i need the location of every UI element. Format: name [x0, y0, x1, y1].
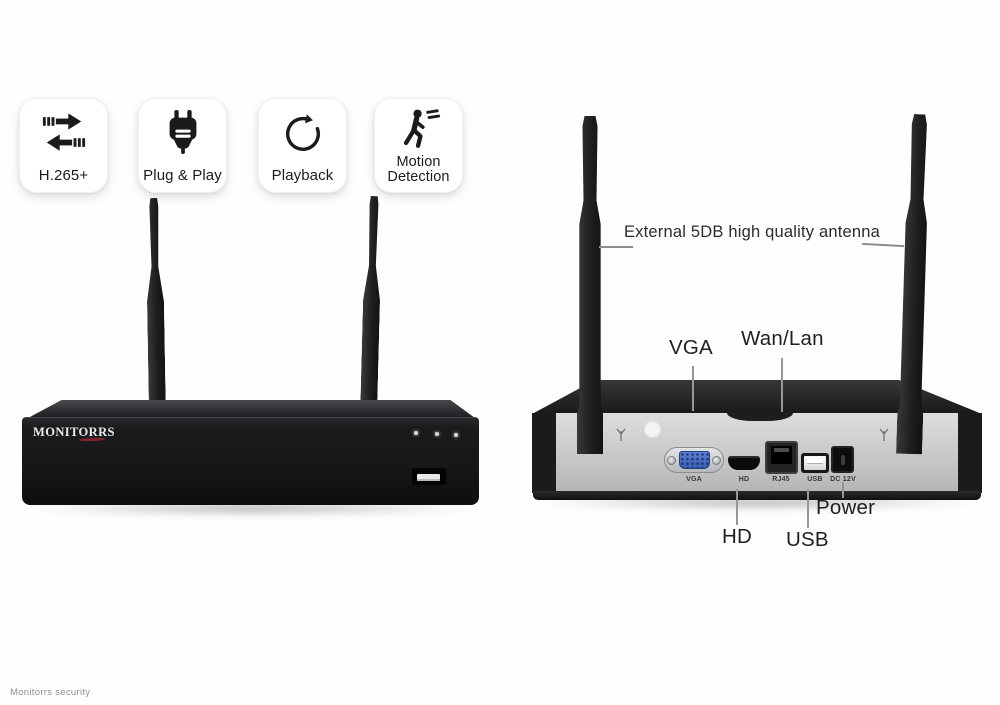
feature-label: Plug & Play	[143, 166, 222, 184]
callout-usb: USB	[786, 528, 829, 551]
port-label-vga: VGA	[686, 476, 702, 483]
front-device-face: MONITORRS	[22, 417, 479, 505]
dc-power-jack	[831, 446, 854, 473]
antenna-symbol-right	[879, 428, 889, 441]
h265-compression-arrows-icon	[41, 106, 87, 158]
rj45-pins	[774, 448, 789, 452]
panel-hole	[645, 422, 660, 437]
vga-connector	[679, 451, 710, 469]
antenna-symbol-left	[616, 428, 626, 441]
status-led	[414, 431, 418, 435]
feature-card-h265: H.265+	[19, 98, 108, 193]
hdmi-port	[728, 456, 760, 470]
watermark-text: Monitorrs security	[10, 687, 91, 698]
vga-screw	[712, 456, 721, 465]
annotation-line-left	[599, 246, 633, 248]
ethernet-rj45-port	[765, 441, 798, 474]
callout-line-vga	[692, 366, 694, 411]
callout-wan-lan: Wan/Lan	[741, 327, 824, 350]
callout-power: Power	[816, 496, 876, 519]
callout-line-usb	[807, 489, 809, 528]
motion-detection-walker-icon	[396, 106, 442, 155]
front-antenna-left	[145, 198, 166, 406]
annotation-line-right	[861, 242, 905, 247]
usb-slot	[417, 474, 440, 481]
port-label-hd: HD	[738, 476, 750, 483]
feature-label: Playback	[271, 166, 334, 184]
rear-panel-notch	[727, 413, 793, 421]
feature-label: Motion Detection	[387, 153, 450, 186]
feature-card-plug-and-play: Plug & Play	[138, 98, 227, 193]
front-usb-port	[412, 468, 446, 485]
port-label-usb: USB	[807, 476, 823, 483]
callout-hd: HD	[722, 525, 753, 548]
plug-icon	[160, 106, 206, 158]
front-device-shadow	[26, 502, 478, 515]
rear-device-bottom-edge	[533, 491, 981, 500]
feature-card-motion-detection: Motion Detection	[374, 98, 463, 193]
brand-logo: MONITORRS	[33, 425, 115, 439]
port-label-dc12v: DC 12V	[830, 476, 856, 483]
brand-logo-accent	[78, 437, 106, 442]
status-led	[454, 433, 458, 437]
rear-usb-port	[801, 453, 829, 473]
callout-line-power	[842, 482, 844, 498]
dc-pin	[841, 455, 845, 465]
callout-line-wan-lan	[781, 358, 783, 412]
vga-screw	[667, 456, 676, 465]
feature-label: H.265+	[38, 166, 89, 184]
usb-tongue	[807, 458, 823, 464]
port-label-rj45: RJ45	[772, 476, 790, 483]
vga-port	[664, 447, 724, 473]
rear-antenna-left	[577, 116, 603, 454]
playback-circular-arrow-icon	[280, 106, 326, 158]
front-antenna-right	[360, 196, 382, 406]
feature-card-playback: Playback	[258, 98, 347, 193]
callout-line-hd	[736, 489, 738, 525]
status-led	[435, 432, 439, 436]
callout-vga: VGA	[669, 336, 713, 359]
front-device-top-face	[28, 400, 475, 418]
antenna-annotation: External 5DB high quality antenna	[623, 223, 881, 241]
